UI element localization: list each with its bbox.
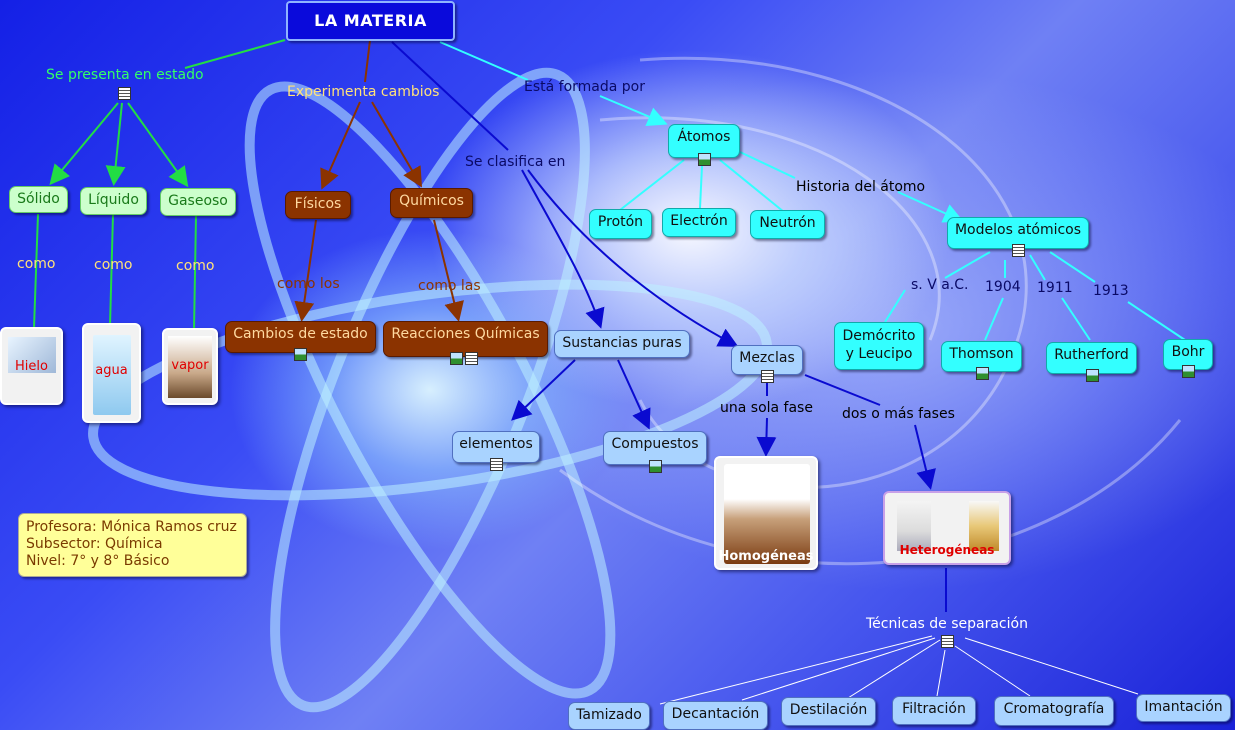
label-formada: Está formada por xyxy=(524,79,646,95)
honey-beaker-picture xyxy=(724,464,810,564)
node-solido[interactable]: Sólido xyxy=(9,186,68,213)
node-electron[interactable]: Electrón xyxy=(662,208,736,237)
ice-picture xyxy=(8,337,56,373)
node-quimicos[interactable]: Químicos xyxy=(390,188,473,218)
label-como-2: como xyxy=(94,257,133,273)
node-gaseoso[interactable]: Gaseoso xyxy=(160,188,236,216)
image-agua[interactable]: agua xyxy=(82,323,141,423)
label-dos-fases: dos o más fases xyxy=(842,406,955,422)
label-presenta: Se presenta en estado xyxy=(46,67,204,83)
node-rutherford[interactable]: Rutherford xyxy=(1046,342,1137,374)
rutherford-pic-icon[interactable] xyxy=(1085,368,1100,383)
node-neutron[interactable]: Neutrón xyxy=(750,210,825,239)
tecnicas-doc-icon[interactable] xyxy=(940,634,955,649)
info-note[interactable]: Profesora: Mónica Ramos cruz Subsector: … xyxy=(18,513,247,577)
cambios-pic-icon[interactable] xyxy=(293,347,308,362)
node-cromatografia[interactable]: Cromatografía xyxy=(994,696,1114,726)
water-glass-picture xyxy=(93,335,131,415)
image-heterogeneas[interactable]: Heterogéneas xyxy=(883,491,1011,565)
beaker-left-picture xyxy=(897,501,931,551)
node-sustancias[interactable]: Sustancias puras xyxy=(554,330,690,358)
label-como-las: como las xyxy=(418,278,481,294)
image-hielo[interactable]: Hielo xyxy=(0,327,63,405)
label-como-los: como los xyxy=(277,276,340,292)
image-label-homogeneas: Homogéneas xyxy=(718,549,814,564)
bohr-pic-icon[interactable] xyxy=(1181,364,1196,379)
label-sva: s. V a.C. xyxy=(911,277,969,293)
node-filtracion[interactable]: Filtración xyxy=(892,696,976,725)
steam-picture xyxy=(168,336,212,398)
node-tamizado[interactable]: Tamizado xyxy=(568,702,650,730)
node-liquido[interactable]: Líquido xyxy=(80,187,147,215)
compuestos-pic-icon[interactable] xyxy=(648,459,663,474)
note-nivel: Nivel: 7° y 8° Básico xyxy=(26,553,170,569)
node-elementos[interactable]: elementos xyxy=(452,431,540,463)
node-proton[interactable]: Protón xyxy=(589,209,652,239)
image-label-agua: agua xyxy=(95,363,128,378)
image-label-vapor: vapor xyxy=(171,358,209,373)
label-una-fase: una sola fase xyxy=(720,400,813,416)
mezclas-doc-icon[interactable] xyxy=(760,369,775,384)
beaker-right-picture xyxy=(969,501,999,551)
node-reacciones[interactable]: Reacciones Químicas xyxy=(383,321,548,357)
reacciones-pic-icon[interactable] xyxy=(450,352,463,365)
node-democrito[interactable]: Demócrito y Leucipo xyxy=(834,322,924,370)
label-clasifica: Se clasifica en xyxy=(465,154,566,170)
node-decantacion[interactable]: Decantación xyxy=(663,701,768,730)
note-subsector: Subsector: Química xyxy=(26,536,163,552)
node-compuestos[interactable]: Compuestos xyxy=(603,431,707,465)
label-1904: 1904 xyxy=(985,279,1021,295)
label-tecnicas: Técnicas de separación xyxy=(866,616,1028,632)
node-fisicos[interactable]: Físicos xyxy=(285,191,351,219)
modelos-doc-icon[interactable] xyxy=(1011,243,1026,258)
note-profesora: Profesora: Mónica Ramos cruz xyxy=(26,519,237,535)
reacciones-icons[interactable] xyxy=(449,351,479,366)
image-label-hielo: Hielo xyxy=(15,359,48,374)
thomson-pic-icon[interactable] xyxy=(975,366,990,381)
image-vapor[interactable]: vapor xyxy=(162,328,218,405)
image-label-heterogeneas: Heterogéneas xyxy=(899,543,995,557)
title-node[interactable]: LA MATERIA xyxy=(286,1,455,41)
reacciones-doc-icon[interactable] xyxy=(465,352,478,365)
label-como-1: como xyxy=(17,256,56,272)
label-1911: 1911 xyxy=(1037,280,1073,296)
presenta-doc-icon[interactable] xyxy=(117,86,132,101)
elementos-doc-icon[interactable] xyxy=(489,457,504,472)
node-imantacion[interactable]: Imantación xyxy=(1136,694,1231,722)
node-destilacion[interactable]: Destilación xyxy=(781,697,876,726)
atomos-pic-icon[interactable] xyxy=(697,152,712,167)
label-1913: 1913 xyxy=(1093,283,1129,299)
label-como-3: como xyxy=(176,258,215,274)
node-bohr[interactable]: Bohr xyxy=(1163,339,1213,370)
label-historia: Historia del átomo xyxy=(796,179,926,195)
node-cambios-estado[interactable]: Cambios de estado xyxy=(225,321,376,353)
label-experimenta: Experimenta cambios xyxy=(287,84,440,100)
image-homogeneas[interactable]: Homogéneas xyxy=(714,456,818,570)
